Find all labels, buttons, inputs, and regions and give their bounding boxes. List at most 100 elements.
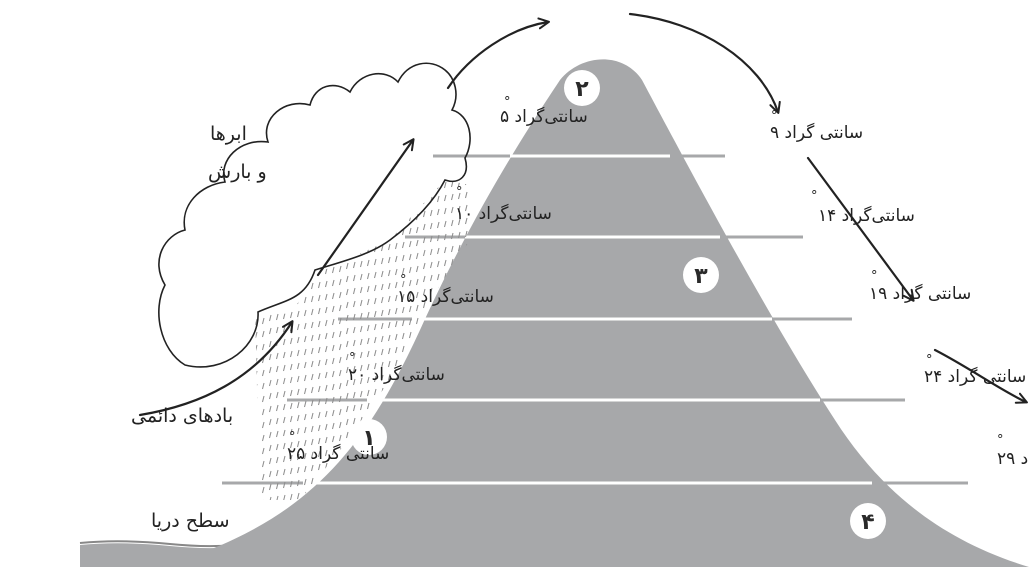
rain-streak	[374, 310, 377, 318]
rain-streak	[325, 319, 328, 327]
rain-streak	[325, 423, 328, 431]
rain-streak	[262, 291, 265, 299]
rain-streak	[409, 279, 412, 287]
rain-streak	[304, 387, 307, 395]
rain-streak	[262, 421, 265, 429]
rain-streak	[318, 450, 321, 458]
rain-streak	[249, 489, 251, 495]
rain-streak	[367, 298, 370, 306]
temp-label: سانتی گراد ۲۵ °	[287, 430, 389, 464]
rain-streak	[325, 397, 328, 405]
rain-streak	[332, 292, 335, 300]
rain-streak	[262, 434, 265, 442]
rain-streak	[367, 259, 370, 267]
rain-streak	[276, 430, 279, 438]
rain-streak	[388, 360, 391, 368]
rain-streak	[262, 369, 265, 377]
rain-streak	[318, 294, 321, 302]
rain-streak	[276, 404, 279, 412]
rain-streak	[346, 197, 349, 205]
rain-streak	[304, 426, 307, 434]
rain-streak	[360, 234, 363, 242]
rain-streak	[290, 363, 293, 371]
rain-streak	[332, 279, 335, 287]
rain-streak	[473, 178, 475, 184]
rain-streak	[325, 180, 328, 184]
rain-streak	[304, 231, 307, 239]
rain-streak	[451, 219, 454, 227]
rain-streak	[451, 232, 454, 240]
rain-streak	[318, 281, 321, 289]
rain-streak	[374, 232, 377, 240]
rain-streak	[304, 348, 307, 356]
rain-streak	[444, 207, 447, 215]
rain-streak	[409, 318, 412, 326]
rain-streak	[423, 262, 426, 270]
rain-streak	[276, 443, 279, 451]
rain-streak	[290, 285, 293, 293]
rain-streak	[290, 337, 293, 345]
rain-streak	[255, 409, 258, 417]
rain-streak	[402, 215, 405, 223]
rain-streak	[416, 187, 419, 195]
rain-streak	[423, 275, 426, 283]
rain-streak	[276, 287, 279, 295]
rain-streak	[325, 410, 328, 418]
rain-streak	[311, 464, 314, 472]
rain-streak	[381, 348, 384, 356]
rain-streak	[249, 255, 251, 261]
zone-badge-2: ۲	[564, 70, 600, 106]
rain-streak	[360, 273, 363, 281]
rain-streak	[249, 385, 251, 391]
rain-streak	[290, 454, 293, 462]
rain-streak	[304, 413, 307, 421]
rain-streak	[297, 206, 300, 214]
svg-text:°: °	[771, 109, 778, 124]
rain-streak	[255, 240, 258, 248]
rain-streak	[325, 202, 328, 210]
rain-streak	[304, 335, 307, 343]
rain-streak	[325, 254, 328, 262]
rain-streak	[381, 387, 384, 395]
rain-streak	[318, 411, 321, 419]
rain-streak	[416, 265, 419, 273]
rain-streak	[283, 273, 286, 281]
rain-streak	[290, 233, 293, 241]
rain-streak	[290, 220, 293, 228]
rain-streak	[437, 260, 440, 268]
temp-label: سانتی‌گراد ۲۰ °	[348, 351, 445, 385]
rain-streak	[304, 270, 307, 278]
rain-streak	[290, 480, 293, 488]
rain-streak	[332, 331, 335, 339]
rain-streak	[332, 422, 335, 430]
rain-streak	[262, 252, 265, 260]
temp-label: سانتی‌گراد ۱۵ °	[397, 273, 494, 307]
rain-streak	[332, 201, 335, 209]
rain-streak	[360, 299, 363, 307]
rain-streak	[249, 203, 251, 209]
descending-arrow-lower	[933, 348, 1028, 404]
rain-streak	[353, 378, 356, 386]
rain-streak	[423, 288, 426, 296]
rain-streak	[311, 217, 314, 225]
svg-text:۱: ۱	[362, 426, 375, 451]
rain-streak	[374, 362, 377, 370]
rain-streak	[423, 249, 426, 257]
rain-streak	[304, 192, 307, 200]
rain-streak	[325, 384, 328, 392]
rain-streak	[304, 257, 307, 265]
rain-streak	[339, 408, 342, 416]
rain-streak	[381, 205, 384, 213]
rain-streak	[262, 265, 265, 273]
rain-streak	[458, 192, 461, 200]
rain-streak	[465, 204, 468, 212]
rain-streak	[276, 209, 279, 217]
rain-streak	[437, 182, 440, 190]
rain-streak	[297, 284, 300, 292]
rain-streak	[311, 334, 314, 342]
rain-streak	[346, 301, 349, 309]
rain-streak	[374, 219, 377, 227]
rain-streak	[353, 196, 356, 204]
rising-air-arrow	[316, 138, 415, 277]
rain-streak	[311, 295, 314, 303]
